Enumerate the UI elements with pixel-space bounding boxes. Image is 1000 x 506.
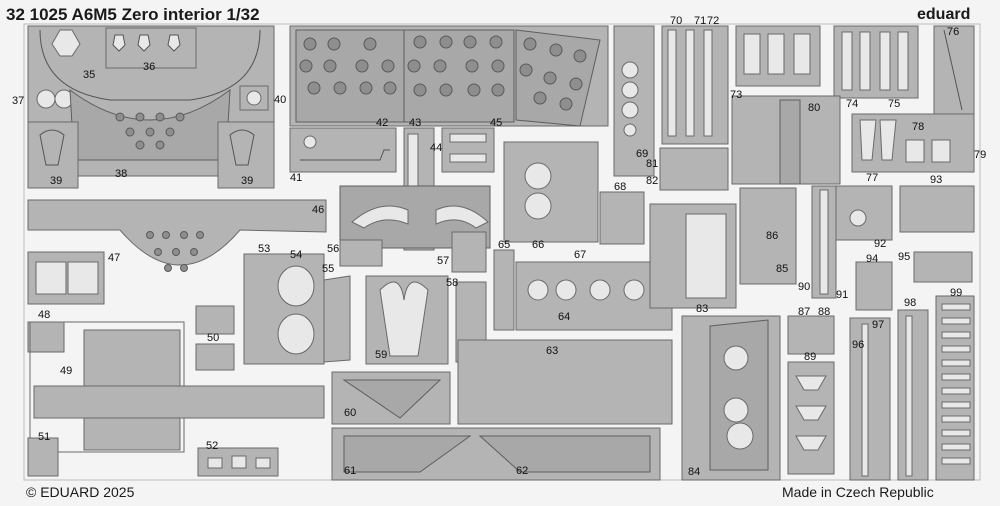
part-label: 68	[614, 181, 626, 193]
part-label: 78	[912, 121, 924, 133]
part-label: 77	[866, 172, 878, 184]
part-label: 41	[290, 172, 302, 184]
part-label: 89	[804, 351, 816, 363]
part-label: 80	[808, 102, 820, 114]
part-label: 55	[322, 263, 334, 275]
part-label: 79	[974, 149, 986, 161]
part-label: 43	[409, 117, 421, 129]
part-label: 83	[696, 303, 708, 315]
part-label: 69	[636, 148, 648, 160]
part-label: 82	[646, 175, 658, 187]
part-label: 42	[376, 117, 388, 129]
part-label: 53	[258, 243, 270, 255]
part-label: 61	[344, 465, 356, 477]
part-label: 64	[558, 311, 570, 323]
part-label: 47	[108, 252, 120, 264]
part-label: 86	[766, 230, 778, 242]
fret-title: 32 1025 A6M5 Zero interior 1/32	[6, 5, 260, 24]
part-label: 87	[798, 306, 810, 318]
part-label: 49	[60, 365, 72, 377]
part-label: 35	[83, 69, 95, 81]
part-label: 75	[888, 98, 900, 110]
part-label: 56	[327, 243, 339, 255]
part-label: 84	[688, 466, 700, 478]
part-label: 58	[446, 277, 458, 289]
part-label: 70	[670, 15, 682, 27]
part-label: 71	[694, 15, 706, 27]
part-label: 72	[707, 15, 719, 27]
part-label: 76	[947, 26, 959, 38]
part-label: 46	[312, 204, 324, 216]
part-label: 51	[38, 431, 50, 443]
part-label: 99	[950, 287, 962, 299]
part-label: 39	[241, 175, 253, 187]
part-label: 39	[50, 175, 62, 187]
part-label: 54	[290, 249, 302, 261]
part-label: 36	[143, 61, 155, 73]
part-label: 91	[836, 289, 848, 301]
part-label: 60	[344, 407, 356, 419]
part-label: 44	[430, 142, 442, 154]
part-label: 98	[904, 297, 916, 309]
part-label: 52	[206, 440, 218, 452]
part-label: 37	[12, 95, 24, 107]
part-label: 95	[898, 251, 910, 263]
part-label: 45	[490, 117, 502, 129]
copyright-text: © EDUARD 2025	[26, 484, 135, 500]
part-label: 48	[38, 309, 50, 321]
part-label: 62	[516, 465, 528, 477]
brand-logo: eduard	[917, 6, 971, 23]
part-label: 73	[730, 89, 742, 101]
part-label: 67	[574, 249, 586, 261]
part-label: 57	[437, 255, 449, 267]
part-label: 97	[872, 319, 884, 331]
part-label: 81	[646, 158, 658, 170]
part-label: 59	[375, 349, 387, 361]
part-label: 66	[532, 239, 544, 251]
part-label: 40	[274, 94, 286, 106]
part-label: 50	[207, 332, 219, 344]
part-label: 65	[498, 239, 510, 251]
part-label: 94	[866, 253, 878, 265]
part-label: 85	[776, 263, 788, 275]
origin-text: Made in Czech Republic	[782, 484, 934, 500]
part-label: 93	[930, 174, 942, 186]
part-label: 38	[115, 168, 127, 180]
part-label: 92	[874, 238, 886, 250]
part-label: 96	[852, 339, 864, 351]
part-label: 88	[818, 306, 830, 318]
part-label: 63	[546, 345, 558, 357]
part-label: 90	[798, 281, 810, 293]
part-label: 74	[846, 98, 858, 110]
